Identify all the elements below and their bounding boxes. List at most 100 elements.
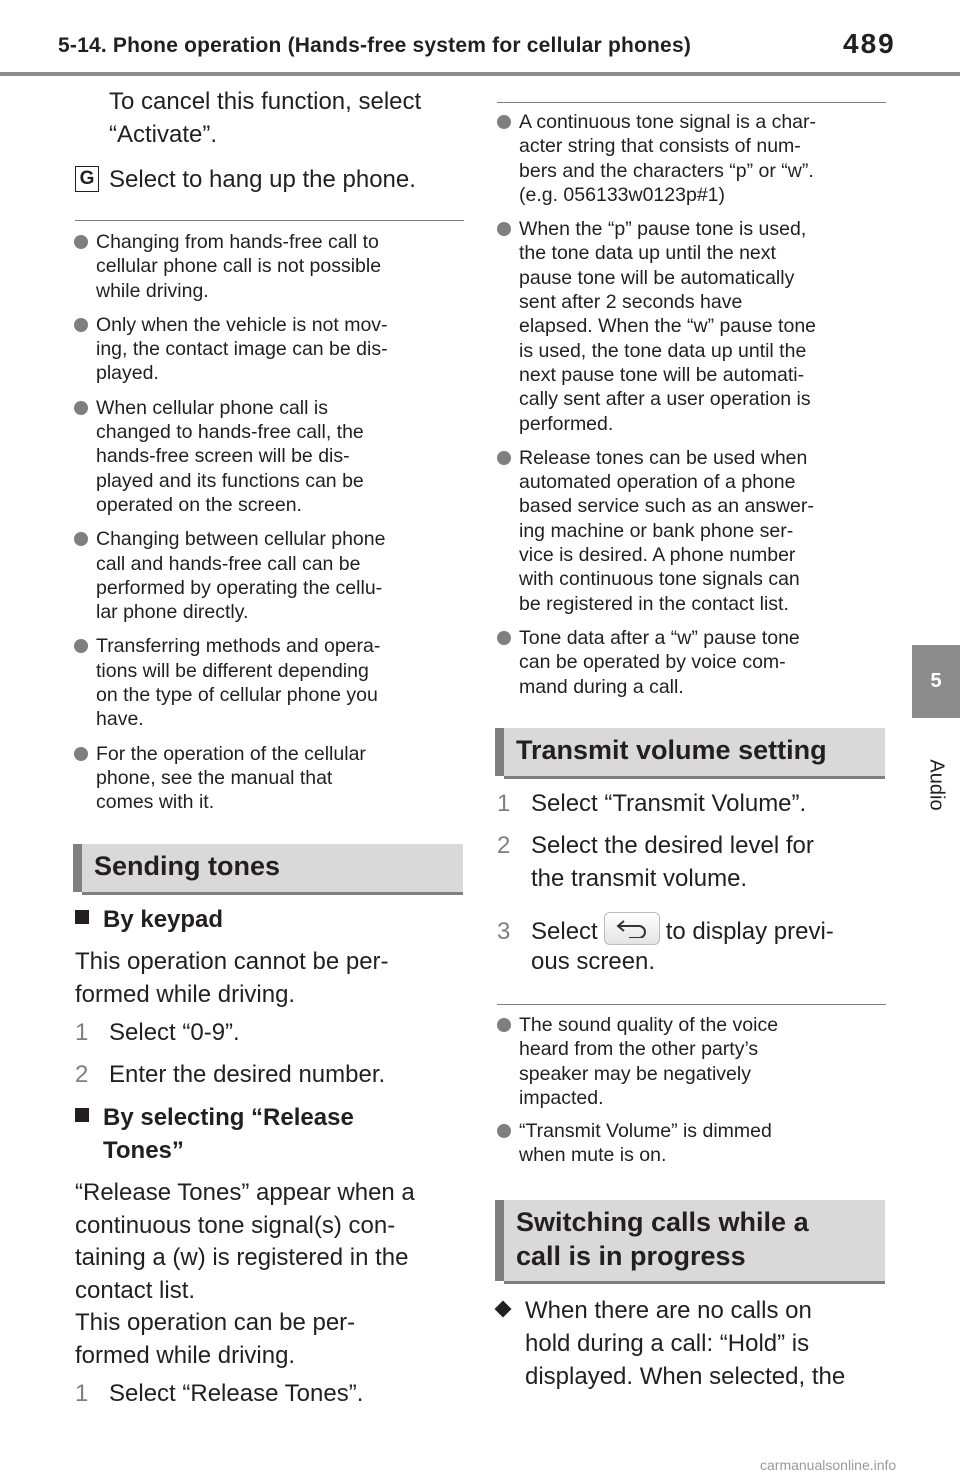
text-line: operated on the screen.	[96, 493, 302, 516]
circle-bullet-icon	[74, 317, 88, 332]
text-line: hands-free screen will be dis-	[96, 445, 350, 468]
callout-key-g: G	[75, 166, 99, 192]
circle-bullet-icon	[497, 1124, 511, 1139]
text-line: speaker may be negatively	[519, 1062, 751, 1085]
text-line: be registered in the contact list.	[519, 592, 789, 615]
section-heading-transmit-volume: Transmit volume setting	[495, 728, 885, 779]
subheading-release-tones: By selecting “Release	[75, 1101, 354, 1134]
circle-bullet-icon	[497, 450, 511, 465]
section-heading-switching-calls: Switching calls while a call is in progr…	[495, 1200, 885, 1284]
note-item: When the “p” pause tone is used,the tone…	[497, 217, 897, 436]
back-button-icon	[603, 912, 660, 945]
text-line: mand during a call.	[519, 675, 684, 698]
text-line: When cellular phone call is	[96, 396, 328, 419]
text-line: impacted.	[519, 1086, 604, 1109]
text-line: taining a (w) is registered in the	[75, 1244, 409, 1271]
transmit-step-2-cont: the transmit volume.	[531, 865, 748, 892]
note-divider	[497, 1004, 886, 1005]
text-line: when mute is on.	[519, 1144, 667, 1167]
circle-bullet-icon	[497, 1018, 511, 1032]
text-line: sent after 2 seconds have	[519, 291, 743, 314]
circle-bullet-icon	[74, 400, 88, 415]
text-line: ing, the contact image can be dis-	[96, 338, 388, 361]
circle-bullet-icon	[74, 235, 88, 249]
note-divider	[497, 102, 886, 103]
right-notes-list: A continuous tone signal is a char-acter…	[497, 110, 897, 709]
cancel-text-line-1: To cancel this function, select	[109, 88, 422, 115]
subheading-by-keypad: By keypad	[75, 903, 223, 936]
note-item: Transferring methods and opera-tions wil…	[74, 634, 474, 731]
text-line: cally sent after a user operation is	[519, 388, 811, 411]
page-number: 489	[843, 28, 896, 59]
text-line: played and its functions can be	[96, 469, 364, 492]
running-header-title: 5-14. Phone operation (Hands-free system…	[58, 34, 692, 57]
circle-bullet-icon	[74, 639, 88, 654]
text-line: formed while driving.	[75, 1341, 296, 1369]
square-bullet-icon	[75, 910, 89, 924]
text-line: with continuous tone signals can	[519, 568, 800, 591]
text-line: hold during a call: “Hold” is	[525, 1330, 810, 1357]
text-line: is used, the tone data up until the	[519, 339, 807, 362]
text-line: The sound quality of the voice	[519, 1014, 779, 1036]
text-line: Tone data after a “w” pause tone	[519, 626, 800, 649]
circle-bullet-icon	[74, 532, 88, 547]
text-line: can be operated by voice com-	[519, 651, 786, 674]
circle-bullet-icon	[497, 630, 511, 645]
text-line: (e.g. 056133w0123p#1)	[519, 183, 725, 206]
text-line: When the “p” pause tone is used,	[519, 218, 807, 241]
keypad-text-line-1: This operation cannot be per-	[75, 948, 389, 975]
text-line: For the operation of the cellular	[96, 742, 366, 765]
circle-bullet-icon	[74, 746, 88, 761]
release-tones-paragraph: “Release Tones” appear when a continuous …	[75, 1177, 415, 1372]
note-item: A continuous tone signal is a char-acter…	[497, 110, 897, 207]
text-line: while driving.	[96, 279, 209, 302]
text-line: vice is desired. A phone number	[519, 544, 796, 567]
text-line: acter string that consists of num-	[519, 135, 801, 158]
text-line: based service such as an answer-	[519, 495, 814, 518]
text-line: the tone data up until the next	[519, 242, 776, 265]
text-line: tions will be different depending	[96, 659, 369, 682]
text-line: phone, see the manual that	[96, 766, 333, 789]
text-line: When there are no calls on	[525, 1297, 812, 1324]
hold-description: When there are no calls on hold during a …	[494, 1294, 845, 1393]
text-line: elapsed. When the “w” pause tone	[519, 315, 817, 338]
text-line: pause tone will be automatically	[519, 266, 795, 289]
text-line: “Release Tones” appear when a	[75, 1179, 415, 1206]
text-line: Release tones can be used when	[519, 446, 808, 469]
text-line: continuous tone signal(s) con-	[75, 1211, 396, 1239]
text-line: Transferring methods and opera-	[96, 635, 381, 658]
text-line: Only when the vehicle is not mov-	[96, 313, 388, 336]
subheading-release-tones-cont: Tones”	[103, 1137, 184, 1164]
text-line: have.	[96, 708, 144, 731]
text-line: performed.	[519, 412, 614, 435]
text-line: automated operation of a phone	[519, 471, 796, 494]
text-line: bers and the characters “p” or “w”.	[519, 159, 814, 182]
hang-up-text: Select to hang up the phone.	[109, 166, 416, 193]
text-line: Changing between cellular phone	[96, 528, 386, 551]
text-line: performed by operating the cellu-	[96, 576, 383, 599]
circle-bullet-icon	[497, 115, 511, 129]
text-line: Changing from hands-free call to	[96, 231, 379, 253]
text-line: call and hands-free call can be	[96, 552, 361, 575]
keypad-text-line-2: formed while driving.	[75, 981, 296, 1008]
section-heading-sending-tones: Sending tones	[73, 844, 463, 895]
text-line: heard from the other party’s	[519, 1038, 759, 1061]
text-line: changed to hands-free call, the	[96, 421, 364, 444]
text-line: lar phone directly.	[96, 601, 249, 624]
square-bullet-icon	[75, 1108, 89, 1122]
note-item: Only when the vehicle is not mov-ing, th…	[74, 313, 474, 386]
chapter-tab-number: 5	[912, 645, 960, 718]
